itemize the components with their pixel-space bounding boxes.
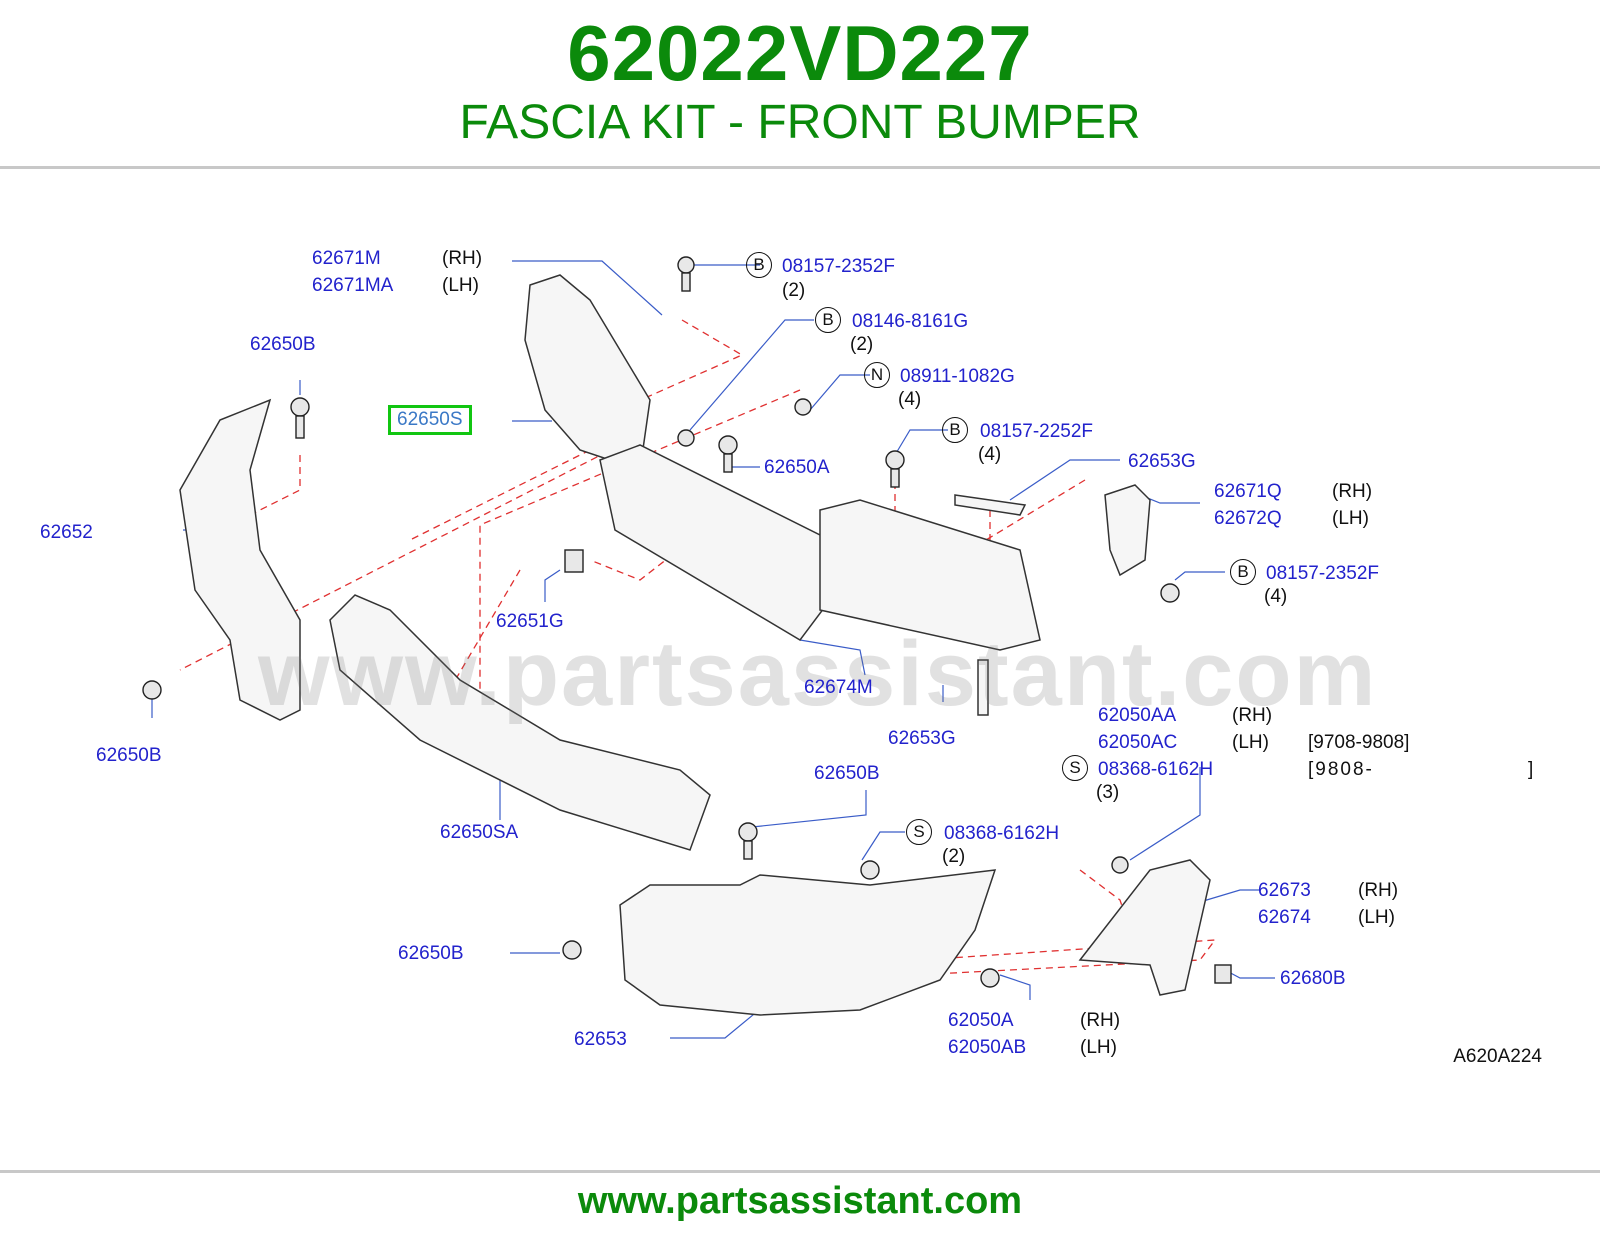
label-62050A[interactable]: 62050A: [948, 1010, 1014, 1031]
fastener-part-number[interactable]: 08157-2352F: [782, 256, 896, 277]
fastener-part-number[interactable]: 08146-8161G: [852, 311, 969, 332]
note-lh: (LH): [1080, 1037, 1117, 1058]
note-lh: (LH): [1358, 907, 1395, 928]
watermark: www.partsassistant.com: [258, 623, 1378, 725]
label-62650B[interactable]: 62650B: [96, 745, 162, 766]
fastener-qty: (2): [942, 846, 966, 867]
label-62671MA[interactable]: 62671MA: [312, 275, 394, 296]
footer-url[interactable]: www.partsassistant.com: [577, 1180, 1023, 1222]
fastener-type-badge: S: [1062, 755, 1088, 781]
note-rh: (RH): [1332, 481, 1373, 502]
label-62650B[interactable]: 62650B: [398, 943, 464, 964]
note-rh: (RH): [1232, 705, 1273, 726]
note-rh: (RH): [1358, 880, 1399, 901]
fastener-type-badge: S: [906, 819, 932, 845]
label-62653G[interactable]: 62653G: [888, 728, 956, 749]
fastener-type-badge: B: [942, 417, 968, 443]
label-62671M[interactable]: 62671M: [312, 248, 381, 269]
label-62650B[interactable]: 62650B: [250, 334, 316, 355]
fastener-qty: (3): [1096, 782, 1120, 803]
date-range-note: [9708-9808]: [1308, 732, 1410, 753]
label-62650S-highlighted[interactable]: 62650S: [388, 405, 472, 435]
label-62050AA[interactable]: 62050AA: [1098, 705, 1177, 726]
label-62650A[interactable]: 62650A: [764, 457, 830, 478]
fastener-qty: (4): [898, 389, 922, 410]
part-description-title: FASCIA KIT - FRONT BUMPER: [459, 96, 1141, 149]
note-rh: (RH): [1080, 1010, 1121, 1031]
note-lh: (LH): [1232, 732, 1269, 753]
label-62674M[interactable]: 62674M: [804, 677, 873, 698]
fastener-type-badge: B: [815, 307, 841, 333]
diagram-drawing: [142, 256, 1275, 1039]
fastener-qty: (2): [782, 280, 806, 301]
label-62672Q[interactable]: 62672Q: [1214, 508, 1282, 529]
label-62673[interactable]: 62673: [1258, 880, 1311, 901]
note-lh: (LH): [442, 275, 479, 296]
label-62653[interactable]: 62653: [574, 1029, 627, 1050]
header-divider: [0, 166, 1600, 169]
label-62651G[interactable]: 62651G: [496, 611, 564, 632]
label-62050AB[interactable]: 62050AB: [948, 1037, 1027, 1058]
parts-diagram: www.partsassistant.com 62671M (RH) 62671…: [0, 170, 1600, 1170]
fastener-qty: (2): [850, 334, 874, 355]
label-62674[interactable]: 62674: [1258, 907, 1311, 928]
fastener-part-number[interactable]: 08368-6162H: [944, 823, 1060, 844]
note-lh: (LH): [1332, 508, 1369, 529]
fastener-type-badge: N: [864, 362, 890, 388]
fastener-qty: (4): [1264, 586, 1288, 607]
fastener-type-badge: B: [1230, 559, 1256, 585]
part-number-title: 62022VD227: [567, 9, 1033, 97]
label-62671Q[interactable]: 62671Q: [1214, 481, 1282, 502]
date-range-note: [9808-: [1308, 759, 1374, 780]
label-62050AC[interactable]: 62050AC: [1098, 732, 1178, 753]
page-header: 62022VD227 FASCIA KIT - FRONT BUMPER: [0, 0, 1600, 168]
diagram-code: A620A224: [1453, 1046, 1542, 1067]
fastener-part-number[interactable]: 08157-2352F: [1266, 563, 1380, 584]
label-62680B[interactable]: 62680B: [1280, 968, 1346, 989]
note-rh: (RH): [442, 248, 483, 269]
fastener-part-number[interactable]: 08368-6162H: [1098, 759, 1214, 780]
fastener-icons: [142, 256, 1232, 988]
fastener-type-badge: B: [746, 252, 772, 278]
label-62653G[interactable]: 62653G: [1128, 451, 1196, 472]
label-62650SA[interactable]: 62650SA: [440, 822, 519, 843]
fastener-qty: (4): [978, 444, 1002, 465]
part-outlines: [179, 274, 1211, 1016]
fastener-part-number[interactable]: 08157-2252F: [980, 421, 1094, 442]
date-range-bracket: ]: [1528, 759, 1534, 780]
label-62650B[interactable]: 62650B: [814, 763, 880, 784]
label-62652[interactable]: 62652: [40, 522, 93, 543]
fastener-part-number[interactable]: 08911-1082G: [900, 366, 1015, 387]
footer-divider: [0, 1170, 1600, 1173]
